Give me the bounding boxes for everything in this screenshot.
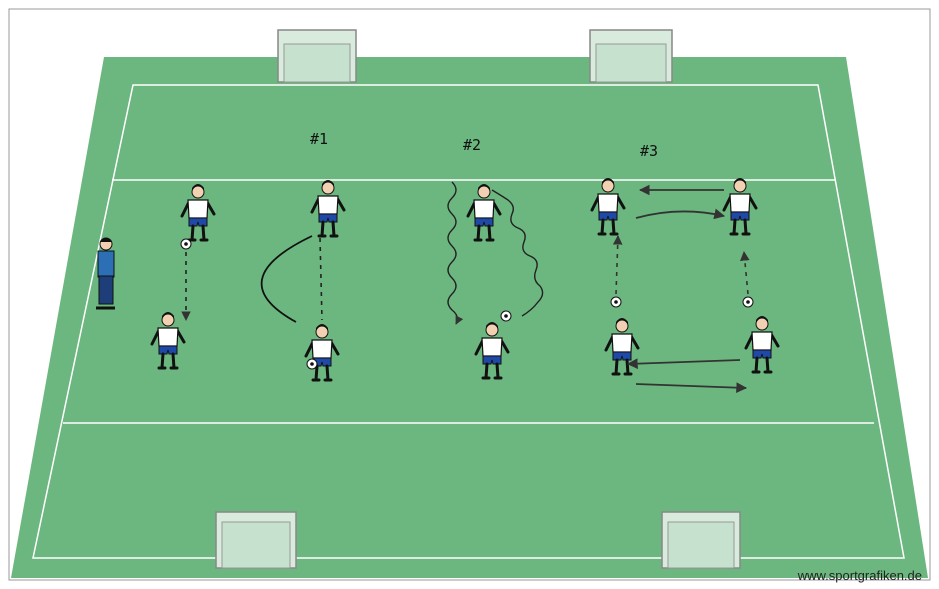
drill-label-1: #1 [310, 130, 328, 148]
ball [743, 297, 753, 307]
goal-bottom-right [662, 512, 740, 568]
drill-label-3: #3 [640, 142, 658, 160]
goal-top-left [278, 30, 356, 82]
drill-label-2: #2 [463, 136, 481, 154]
goal-bottom-left [216, 512, 296, 568]
ball [501, 311, 511, 321]
ball [181, 239, 191, 249]
goal-top-right [590, 30, 672, 82]
ball [307, 359, 317, 369]
ball [611, 297, 621, 307]
watermark: www.sportgrafiken.de [797, 568, 922, 583]
